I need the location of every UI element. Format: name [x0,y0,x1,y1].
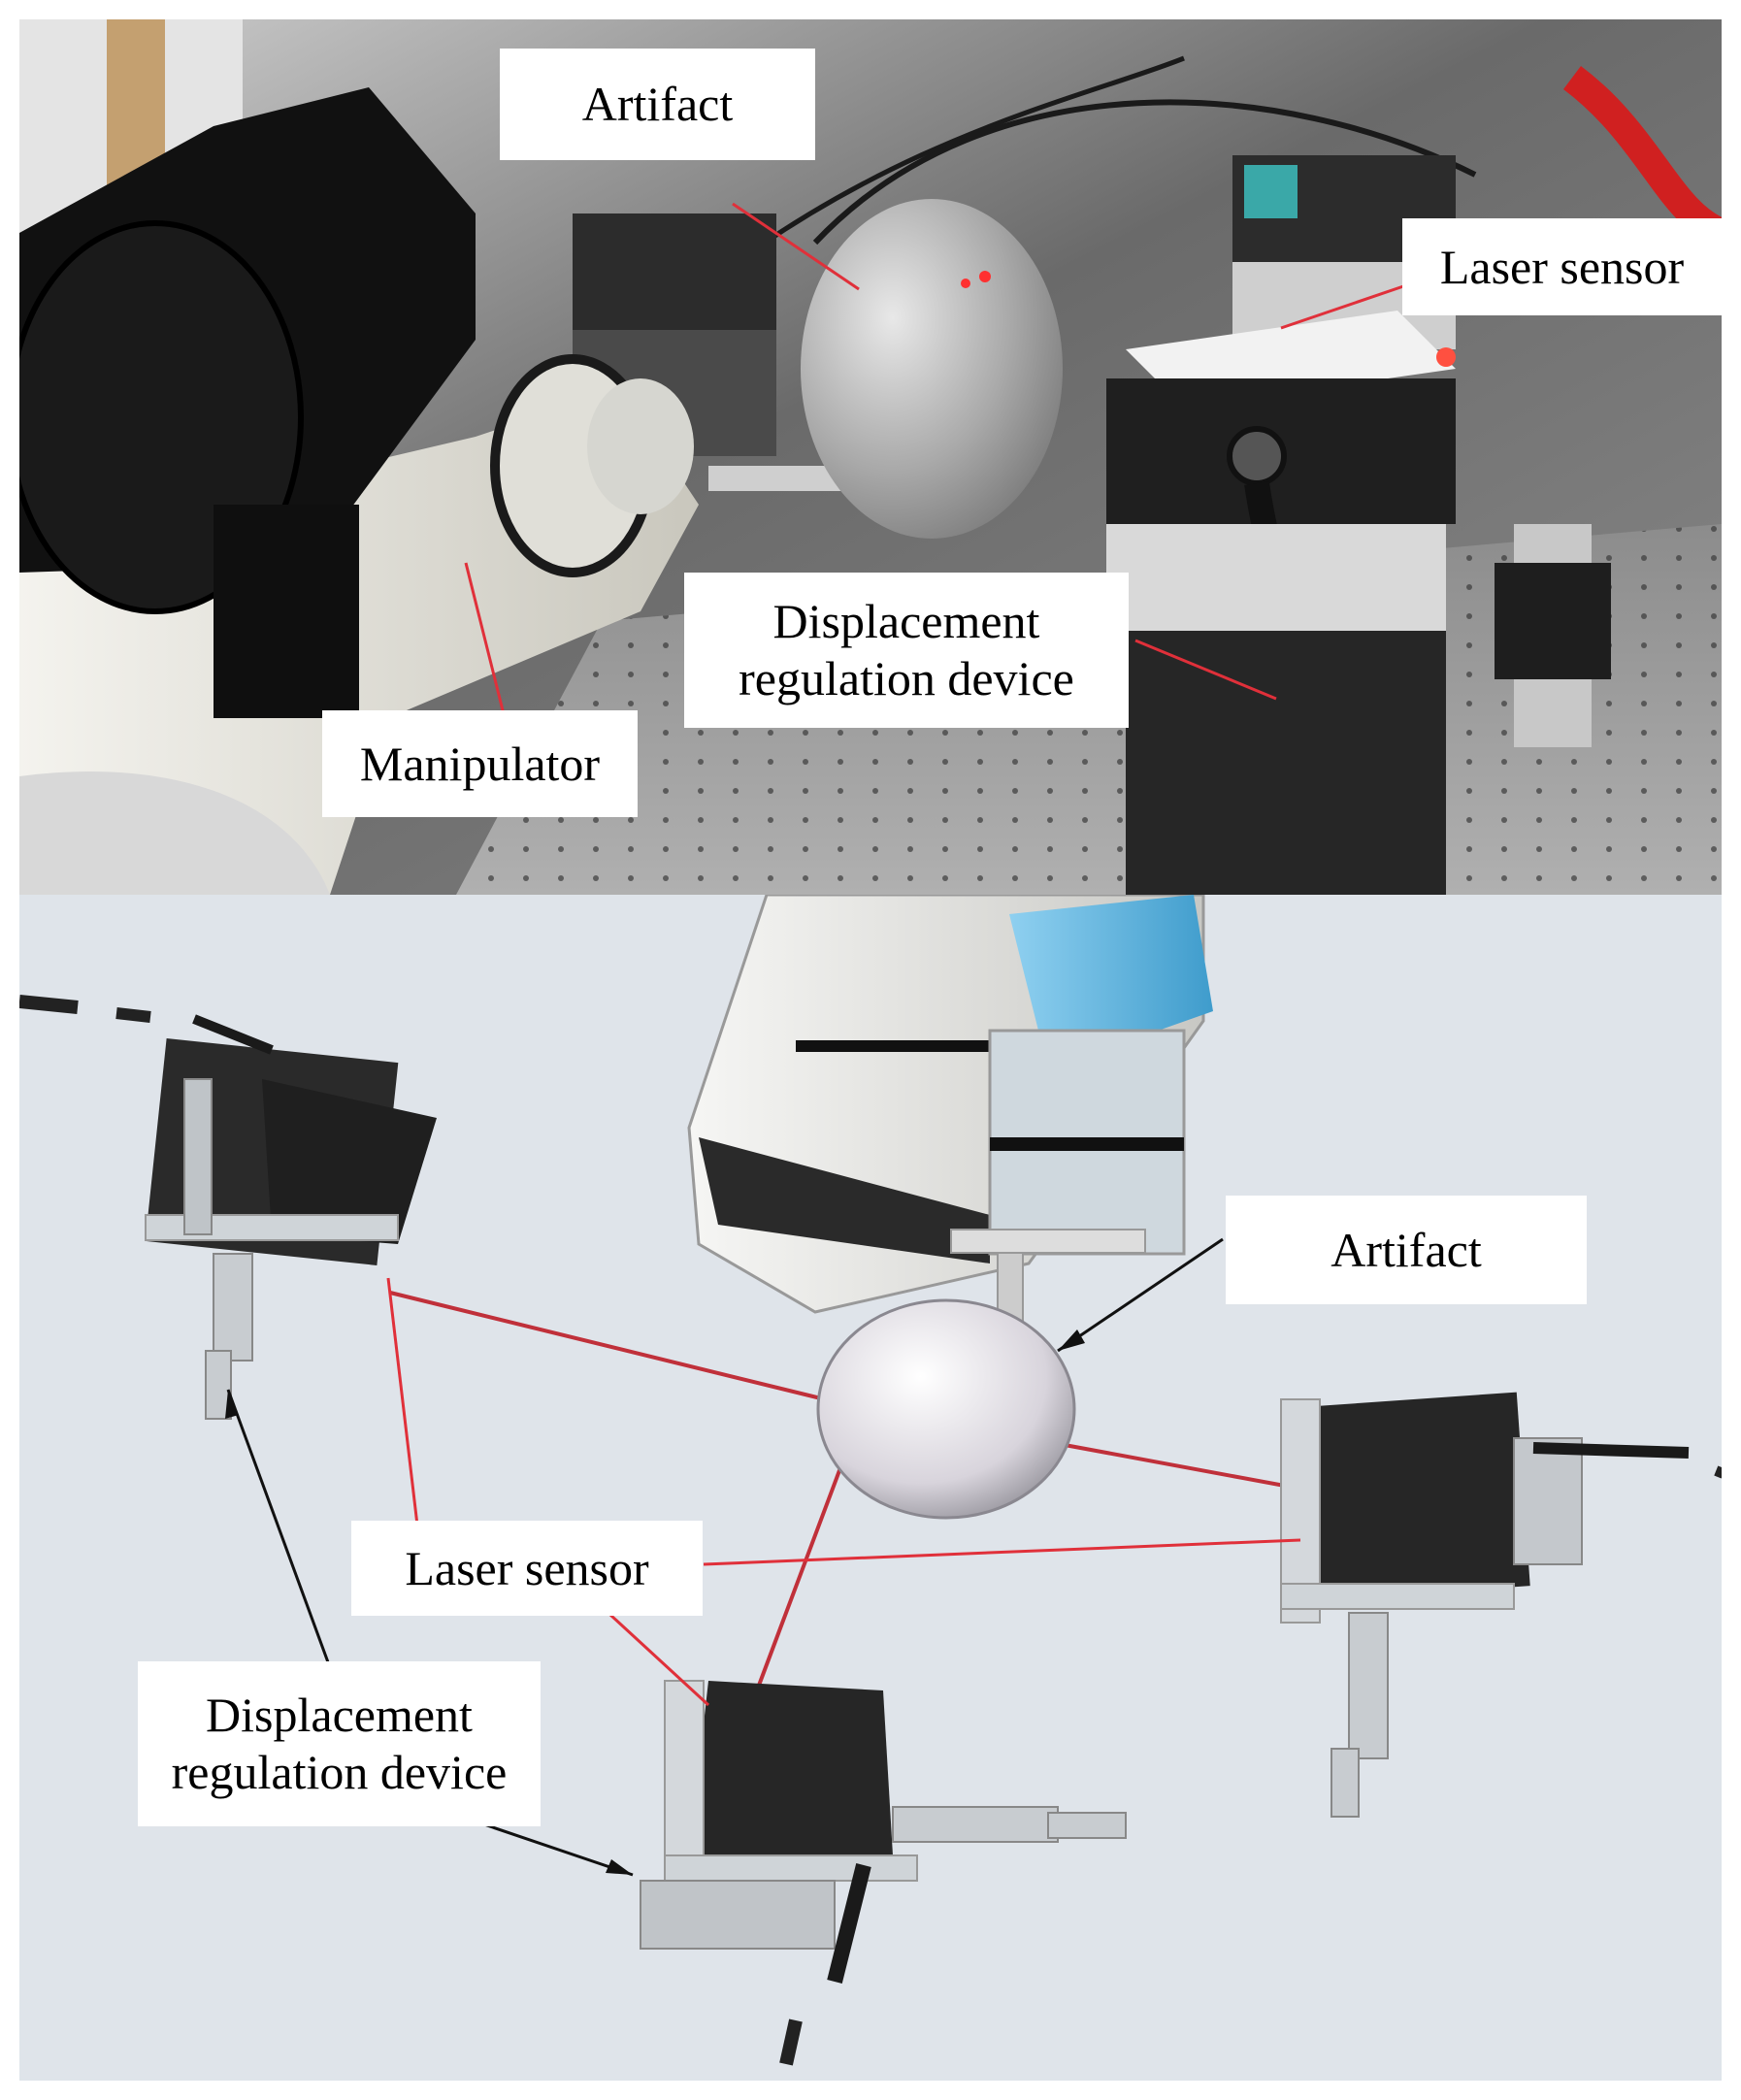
photo-scene [19,19,1722,895]
leader-displacement-bottom [475,1820,634,1877]
label-manipulator-photo: Manipulator [322,710,638,817]
leader-manipulator [464,562,507,719]
leader-laser-sensor [1280,281,1413,330]
background-sensor [573,213,776,330]
laser-beam-bottom [755,1457,846,1691]
leader-artifact-cad [1057,1237,1224,1353]
label-artifact-cad: Artifact [1226,1196,1587,1304]
leader-laser-left [386,1277,424,1567]
leader-displacement [1134,639,1277,701]
label-artifact-photo: Artifact [500,49,815,160]
cad-artifact-sphere [816,1298,1076,1520]
displacement-stage [1126,631,1446,895]
cable [697,55,1185,293]
label-laser-sensor-photo: Laser sensor [1402,218,1722,315]
label-laser-sensor-cad: Laser sensor [351,1521,703,1616]
leader-displacement-left [226,1389,337,1682]
cad-tool-blue [1009,895,1213,1069]
cable [812,99,1477,246]
photo-panel: Artifact Laser sensor Displacement regul… [19,19,1722,895]
label-displacement-device-photo: Displacement regulation device [684,573,1129,728]
laser-beam-left [389,1291,826,1401]
artifact-egg [801,199,1063,539]
leader-laser-right [703,1538,1301,1566]
cad-scene [19,895,1722,2081]
label-displacement-device-cad: Displacement regulation device [138,1661,541,1826]
laser-beam-right [1037,1438,1301,1491]
laser-spot [979,271,991,282]
cad-device-left [145,1014,437,1420]
cad-panel: Artifact Laser sensor Displacement regul… [19,895,1722,2081]
cad-device-right [1280,1392,1690,1818]
laser-dot [1436,347,1456,367]
stage-spacer [1106,524,1446,631]
cad-device-bottom [640,1680,1127,1984]
leader-artifact [732,202,860,291]
